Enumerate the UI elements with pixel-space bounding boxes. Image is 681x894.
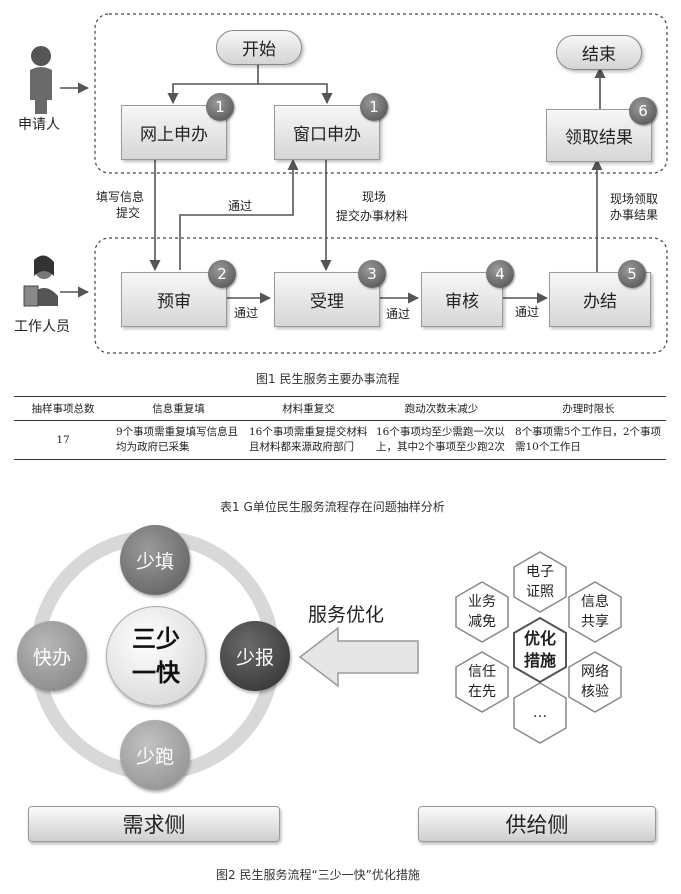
applicant-label: 申请人 (18, 117, 60, 133)
hex-text: 共享 (581, 614, 609, 630)
hex-text: 证照 (526, 584, 554, 600)
hex-text: 电子 (526, 564, 554, 580)
hex-more: … (533, 705, 547, 721)
demand-side-bar: 需求侧 (28, 806, 280, 842)
hexagon-cluster (455, 551, 622, 744)
table-cell: 9个事项需重复填写信息且均为政府已采集 (112, 420, 245, 460)
flow-connectors (23, 13, 668, 354)
table-header-cell: 抽样事项总数 (14, 396, 112, 421)
table1-caption: 表1 G单位民生服务流程存在问题抽样分析 (220, 500, 445, 514)
less-run-circle: 少跑 (120, 720, 190, 790)
less-report-circle: 少报 (220, 621, 290, 691)
table-header-cell: 材料重复交 (245, 396, 372, 421)
hex-text: 信息 (581, 594, 609, 610)
hex-text: 优化 (523, 629, 556, 648)
table-header-cell: 跑动次数未减少 (372, 396, 511, 421)
hex-text: 业务 (468, 594, 496, 610)
staff-label: 工作人员 (14, 319, 70, 335)
table-header-row: 抽样事项总数 信息重复填 材料重复交 跑动次数未减少 办理时限长 (14, 396, 666, 421)
pass-label-2: 通过 (386, 307, 411, 321)
fill-info-label-1: 填写信息 (96, 190, 145, 204)
figure2-caption: 图2 民生服务流程“三少一快”优化措施 (216, 868, 420, 882)
end-node: 结束 (556, 35, 642, 70)
onsite-label-2: 提交办事材料 (336, 209, 409, 223)
step-badge: 6 (629, 97, 657, 125)
hex-net-verify: 网络 核验 (569, 662, 621, 702)
staff-zone (94, 237, 668, 354)
center-text-line1: 三少 (132, 625, 180, 653)
hex-text: 措施 (523, 651, 556, 670)
supply-side-bar: 供给侧 (418, 806, 656, 842)
hex-text: 在先 (468, 684, 496, 700)
applicant-person-icon (30, 46, 52, 114)
pickup-label-2: 办事结果 (610, 208, 659, 222)
table-cell: 16个事项均至少需跑一次以上，其中2个事项至少跑2次 (372, 420, 511, 460)
figure1-caption: 图1 民生服务主要办事流程 (256, 372, 400, 386)
less-fill-circle: 少填 (120, 525, 190, 595)
table-cell: 8个事项需5个工作日，2个事项需10个工作日 (511, 420, 666, 460)
hex-text: 减免 (468, 614, 496, 630)
step-badge: 2 (208, 260, 236, 288)
step-badge: 3 (358, 260, 386, 288)
pickup-label-1: 现场领取 (610, 192, 659, 206)
fill-info-label-2: 提交 (116, 206, 141, 220)
staff-person-icon (23, 255, 58, 307)
left-arrow-icon (298, 626, 419, 688)
step-badge: 1 (206, 93, 234, 121)
center-text-line2: 一快 (132, 659, 180, 687)
applicant-zone (94, 13, 668, 174)
service-optimize-label: 服务优化 (308, 604, 385, 626)
hex-info-share: 信息 共享 (569, 592, 621, 632)
hex-text: 核验 (581, 684, 609, 700)
table-row: 17 9个事项需重复填写信息且均为政府已采集 16个事项需重复提交材料且材料都来… (14, 420, 666, 460)
step-badge: 4 (486, 260, 514, 288)
hex-optimize-measures: 优化 措施 (514, 628, 566, 672)
table-header-cell: 办理时限长 (511, 396, 666, 421)
table-cell: 17 (14, 420, 112, 460)
hex-text: 网络 (581, 664, 609, 680)
hex-text: 信任 (468, 664, 496, 680)
issue-table: 抽样事项总数 信息重复填 材料重复交 跑动次数未减少 办理时限长 17 9个事项… (14, 396, 666, 460)
pass-label-3: 通过 (515, 305, 540, 319)
pass-label-1: 通过 (234, 306, 259, 320)
start-node: 开始 (216, 30, 302, 65)
hex-business-waive: 业务 减免 (456, 592, 508, 632)
step-badge: 1 (360, 93, 388, 121)
onsite-label-1: 现场 (362, 190, 387, 204)
hex-trust-first: 信任 在先 (456, 662, 508, 702)
step-badge: 5 (618, 260, 646, 288)
table-cell: 16个事项需重复提交材料且材料都来源政府部门 (245, 420, 372, 460)
hex-e-license: 电子 证照 (514, 562, 566, 602)
fast-handle-circle: 快办 (17, 621, 87, 691)
center-circle: 三少 一快 (106, 606, 206, 706)
table-header-cell: 信息重复填 (112, 396, 245, 421)
pass-top-label: 通过 (228, 199, 253, 213)
